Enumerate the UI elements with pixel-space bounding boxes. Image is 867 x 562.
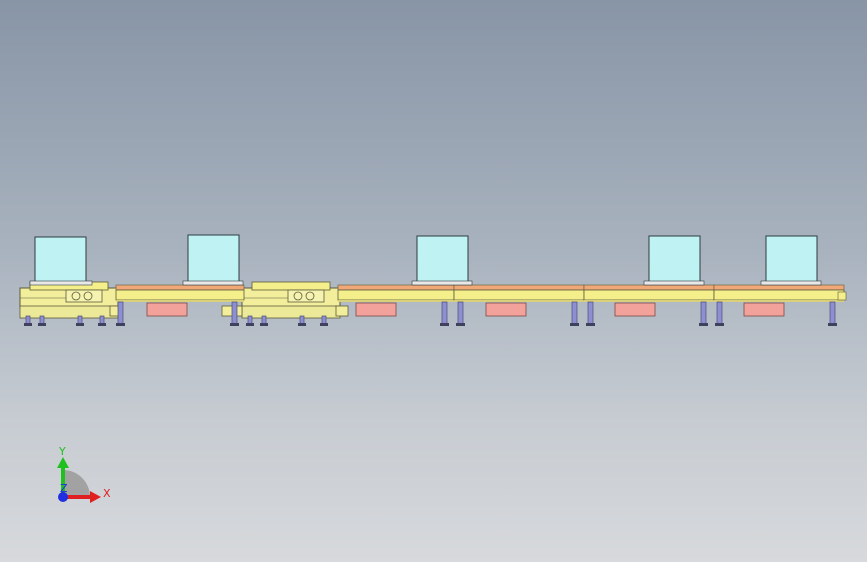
pallets bbox=[29, 234, 822, 286]
pallet-5 bbox=[760, 235, 822, 286]
conveyor-rails bbox=[115, 284, 847, 302]
pallet-4 bbox=[643, 235, 705, 286]
y-axis-label: Y bbox=[58, 445, 66, 458]
drive-unit-middle[interactable] bbox=[221, 281, 349, 319]
leg-feet bbox=[24, 323, 837, 326]
pallet-1 bbox=[29, 236, 93, 286]
pallet-3 bbox=[411, 235, 473, 286]
legs bbox=[25, 301, 836, 325]
pallet-2 bbox=[182, 234, 244, 286]
x-axis-label: X bbox=[103, 487, 111, 500]
z-axis-dot bbox=[58, 492, 68, 502]
z-axis-label: Z bbox=[60, 482, 68, 495]
motors bbox=[146, 302, 785, 317]
